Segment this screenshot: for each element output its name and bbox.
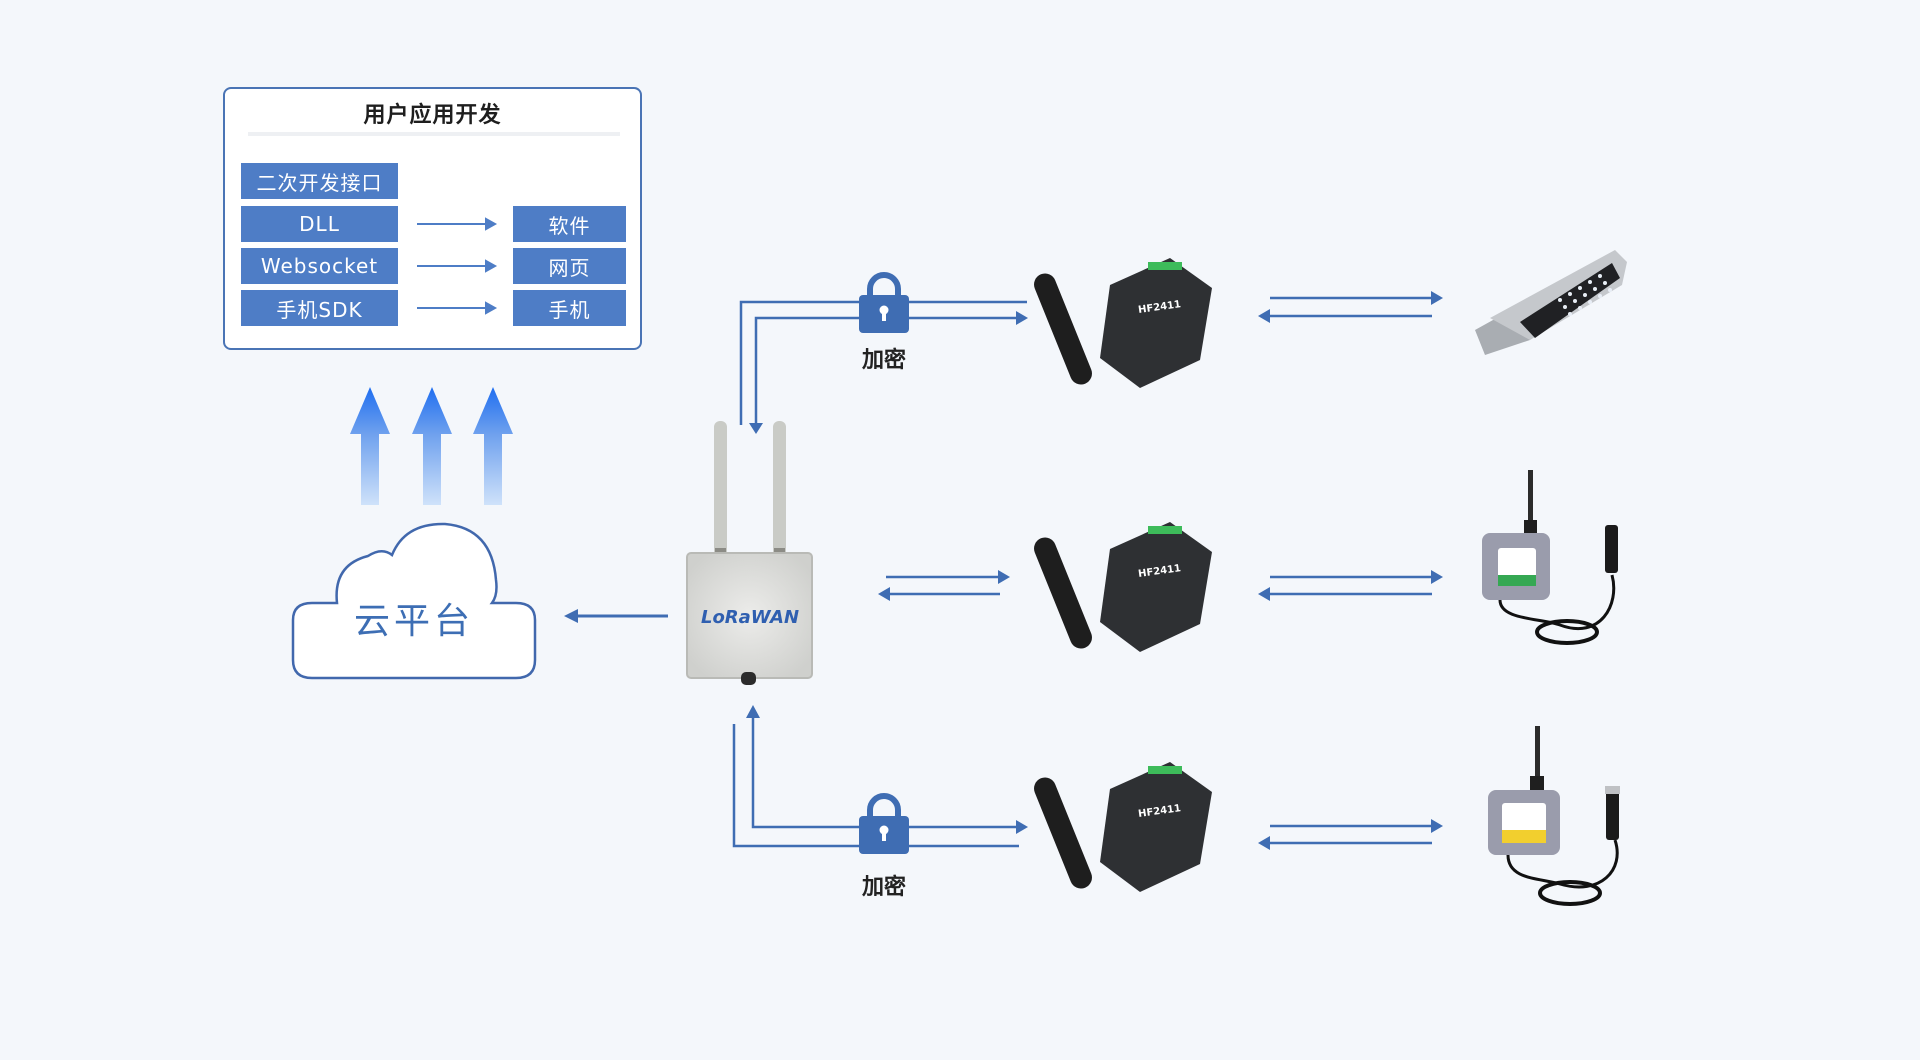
target-software[interactable]: 软件 <box>513 206 626 242</box>
link-gateway-top-terminal <box>739 300 1027 425</box>
lock-icon <box>859 793 909 854</box>
link-terminal-pressure <box>1258 819 1443 850</box>
link-terminal-streetlight <box>1258 291 1443 323</box>
link-terminal-waterlevel <box>1258 570 1443 601</box>
up-arrow-icon <box>350 387 390 505</box>
encryption-label-top: 加密 <box>861 348 906 373</box>
lorawan-logo: LoRaWAN <box>701 607 799 628</box>
hf2411-device-top: HF2411 <box>1034 258 1212 388</box>
hf2411-device-middle: HF2411 <box>1034 522 1212 652</box>
link-gateway-middle-terminal <box>878 570 1010 601</box>
arrow-to-cloud <box>564 609 668 623</box>
dev-arrow-sdk <box>417 301 498 315</box>
user-app-dev-title: 用户应用开发 <box>363 103 502 128</box>
encryption-label-bottom: 加密 <box>861 875 906 900</box>
water-level-monitor-icon <box>1482 470 1618 645</box>
target-mobile[interactable]: 手机 <box>513 290 626 326</box>
interface-websocket[interactable]: Websocket <box>241 248 398 284</box>
target-web[interactable]: 网页 <box>513 248 626 284</box>
dev-interface-header: 二次开发接口 <box>241 163 398 199</box>
interface-mobile-sdk[interactable]: 手机SDK <box>241 290 398 326</box>
lock-icon <box>859 272 909 333</box>
water-pressure-transmitter-icon <box>1488 726 1620 906</box>
title-divider <box>248 132 620 136</box>
cloud-platform-label: 云平台 <box>353 601 474 642</box>
hf2411-device-bottom: HF2411 <box>1034 762 1212 892</box>
dev-arrow-dll <box>417 217 498 231</box>
dev-arrow-websocket <box>417 259 498 273</box>
interface-dll[interactable]: DLL <box>241 206 398 242</box>
upload-arrows <box>350 387 513 505</box>
up-arrow-icon <box>473 387 513 505</box>
street-light-icon <box>1475 250 1627 355</box>
cloud-icon <box>291 522 537 680</box>
link-gateway-bottom-terminal <box>732 718 1019 848</box>
up-arrow-icon <box>412 387 452 505</box>
lorawan-gateway: LoRaWAN <box>686 421 813 685</box>
